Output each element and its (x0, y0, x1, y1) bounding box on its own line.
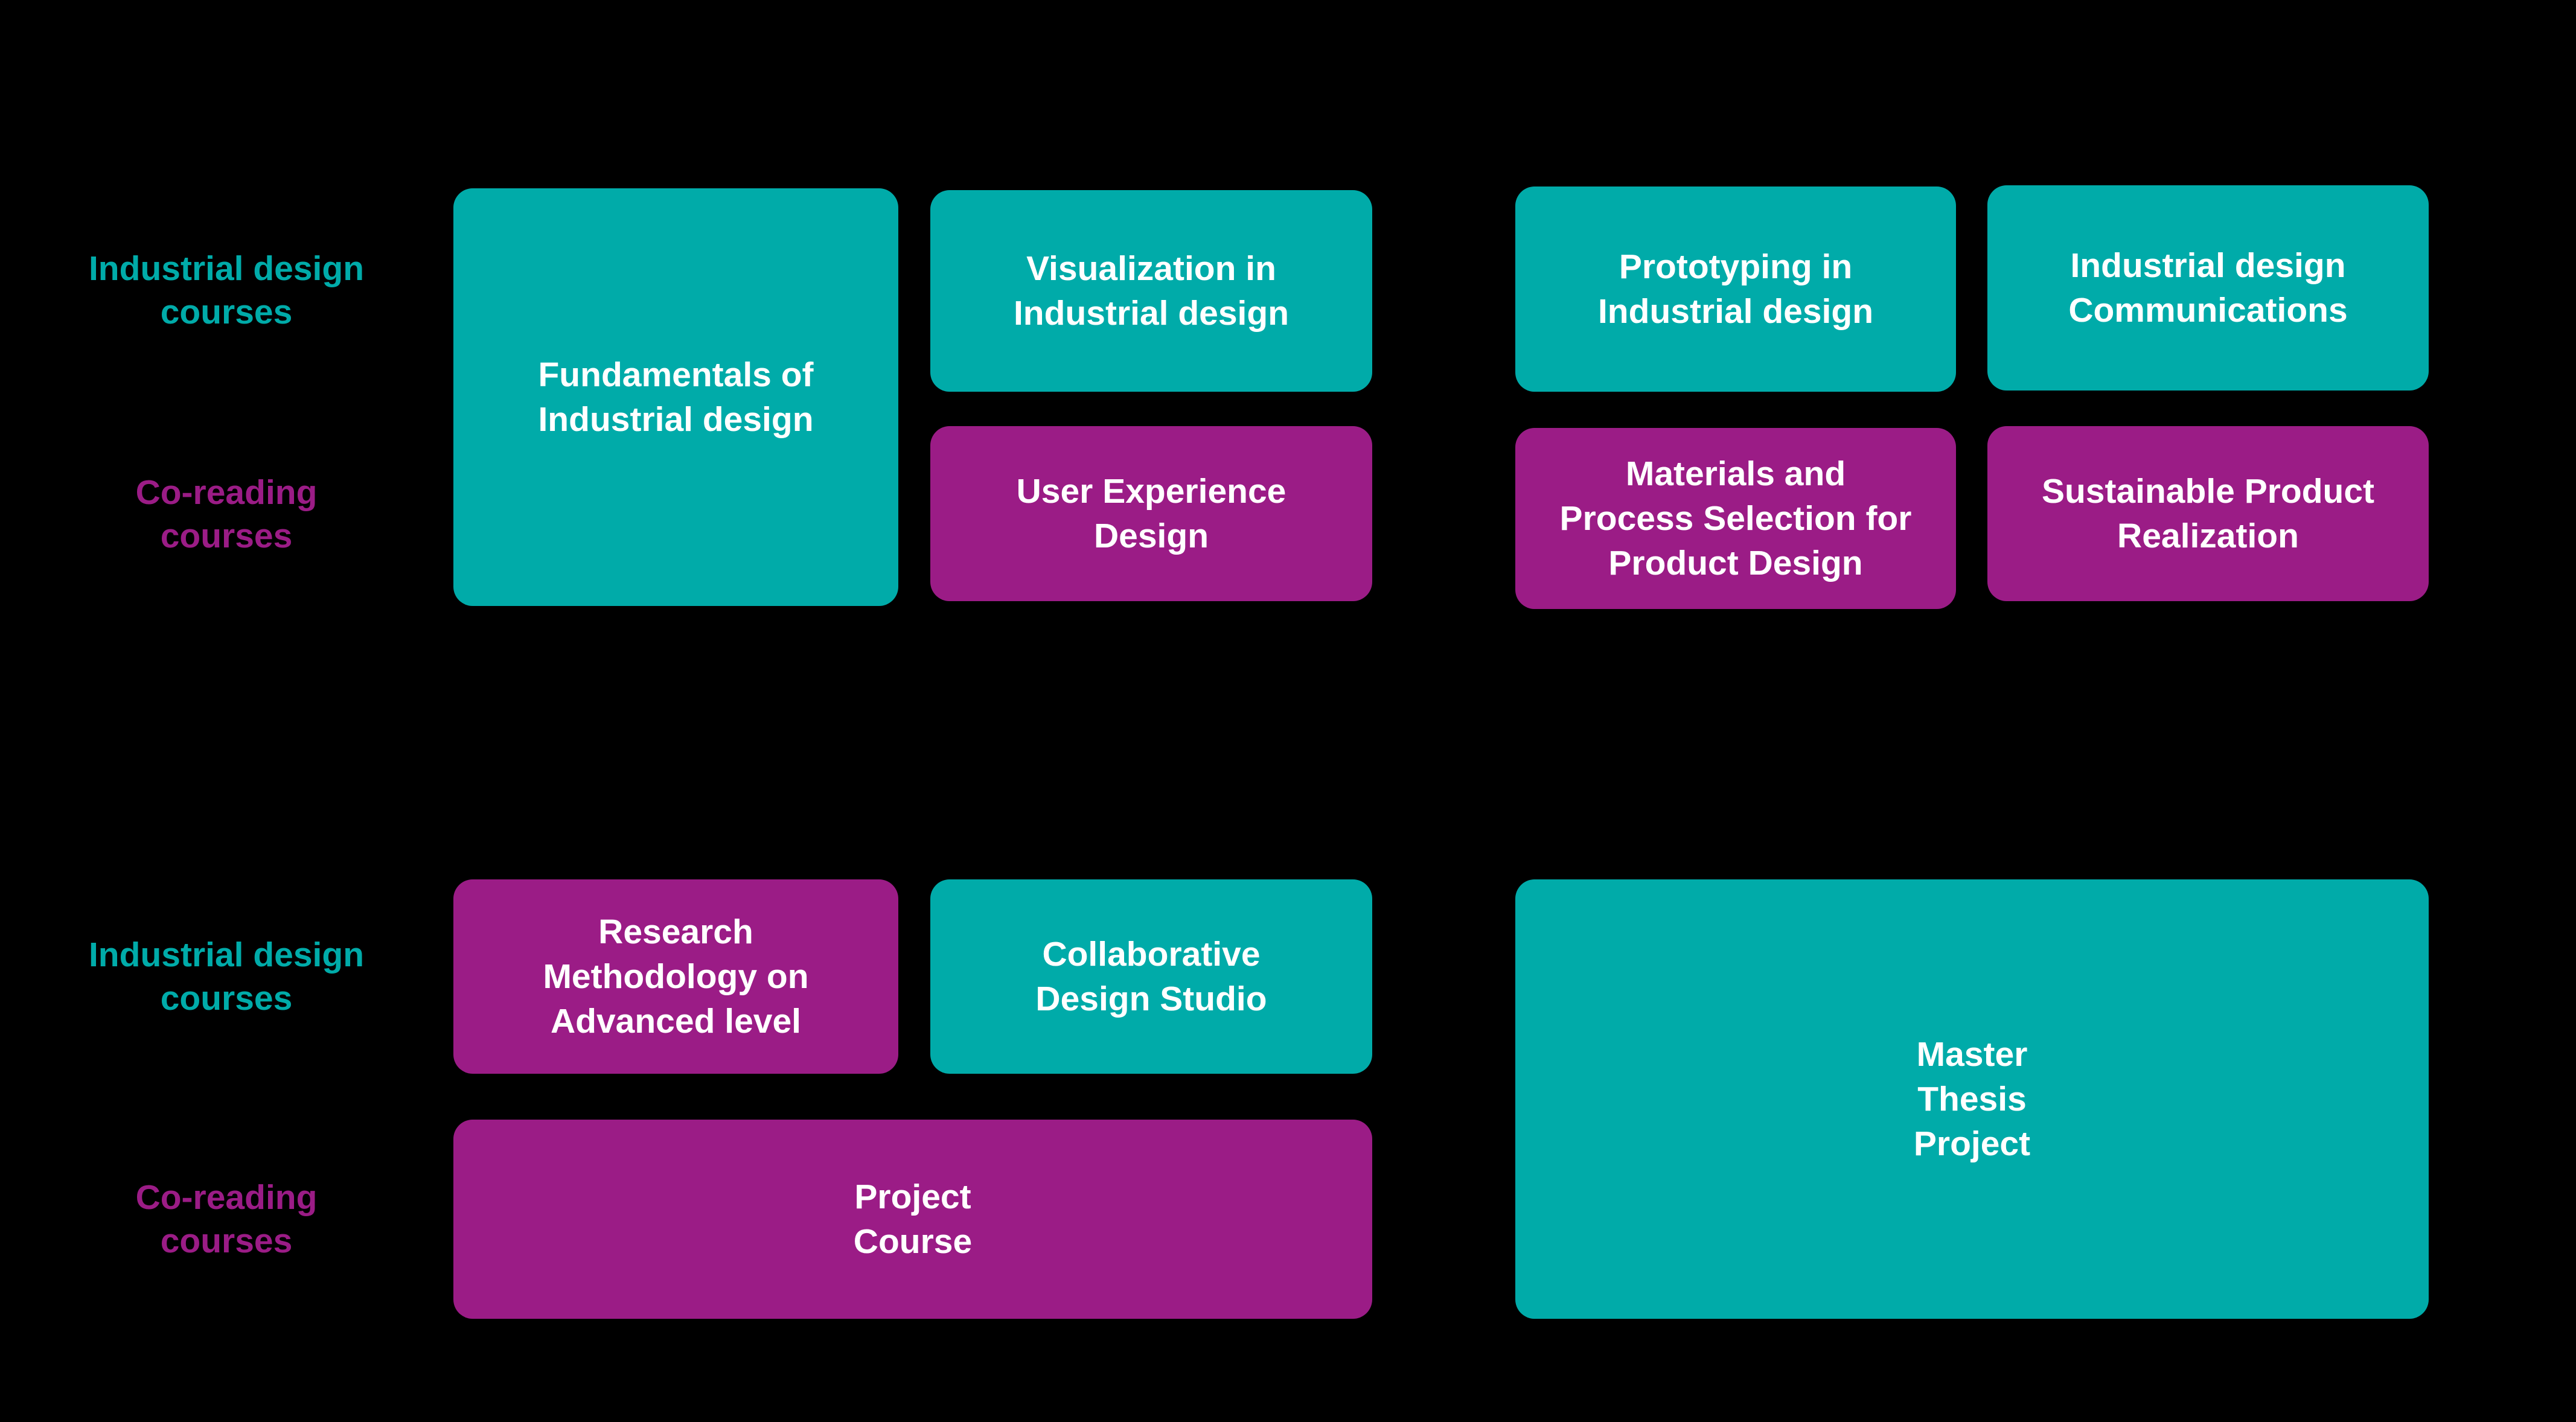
course-box-project-course: Project Course (453, 1120, 1372, 1319)
row-label-line: Industrial design (88, 249, 365, 288)
course-box-sustainable-product-realization: Sustainable Product Realization (1987, 426, 2429, 601)
course-title-line: User Experience (1016, 472, 1286, 511)
course-title-line: Product Design (1608, 544, 1863, 582)
row-label-line: courses (160, 293, 293, 331)
course-title-line: Industrial design (1597, 292, 1874, 331)
course-title-line: Materials and (1625, 454, 1846, 493)
course-title-line: Project (1913, 1124, 2031, 1163)
course-title-line: Prototyping in (1619, 247, 1853, 286)
course-box-industrial-design-communications: Industrial design Communications (1987, 185, 2429, 391)
course-box-fundamentals-of-industrial-design: Fundamentals of Industrial design (453, 188, 898, 606)
course-title-line: Advanced level (550, 1002, 802, 1041)
row-label-line: courses (160, 1222, 293, 1260)
course-title-line: Industrial design (1013, 294, 1290, 333)
course-title-line: Communications (2068, 291, 2348, 330)
course-box-visualization-in-industrial-design: Visualization in Industrial design (930, 190, 1372, 392)
course-title-line: Process Selection for (1559, 499, 1912, 538)
course-title-line: Design Studio (1035, 980, 1267, 1018)
course-box-materials-and-process-selection: Materials and Process Selection for Prod… (1515, 428, 1956, 609)
course-title-line: Industrial design (2070, 246, 2346, 285)
course-title-line: Methodology on (543, 957, 809, 996)
course-box-research-methodology-advanced-level: Research Methodology on Advanced level (453, 879, 898, 1074)
row-label-co-reading-courses-section2: Co-reading courses (33, 1120, 420, 1319)
row-label-co-reading-courses-section1: Co-reading courses (33, 426, 420, 602)
course-title-line: Course (853, 1222, 973, 1261)
course-title-line: Sustainable Product (2041, 472, 2375, 511)
row-label-line: Co-reading (135, 473, 318, 512)
course-title-line: Fundamentals of (538, 356, 814, 394)
course-title-line: Industrial design (538, 400, 814, 439)
course-box-prototyping-in-industrial-design: Prototyping in Industrial design (1515, 187, 1956, 392)
row-label-line: courses (160, 979, 293, 1018)
row-label-industrial-design-courses-section1: Industrial design courses (33, 188, 420, 392)
row-label-line: courses (160, 517, 293, 555)
row-label-industrial-design-courses-section2: Industrial design courses (33, 879, 420, 1074)
course-title-line: Research (598, 913, 753, 951)
course-title-line: Master (1916, 1035, 2028, 1074)
course-title-line: Thesis (1917, 1080, 2027, 1118)
course-title-line: Visualization in (1026, 249, 1276, 288)
course-box-master-thesis-project: Master Thesis Project (1515, 879, 2429, 1319)
row-label-line: Co-reading (135, 1178, 318, 1217)
course-box-user-experience-design: User Experience Design (930, 426, 1372, 601)
course-title-line: Collaborative (1042, 935, 1261, 974)
course-title-line: Realization (2117, 517, 2299, 555)
course-title-line: Design (1093, 517, 1209, 555)
course-box-collaborative-design-studio: Collaborative Design Studio (930, 879, 1372, 1074)
row-label-line: Industrial design (88, 936, 365, 974)
course-title-line: Project (854, 1178, 971, 1216)
